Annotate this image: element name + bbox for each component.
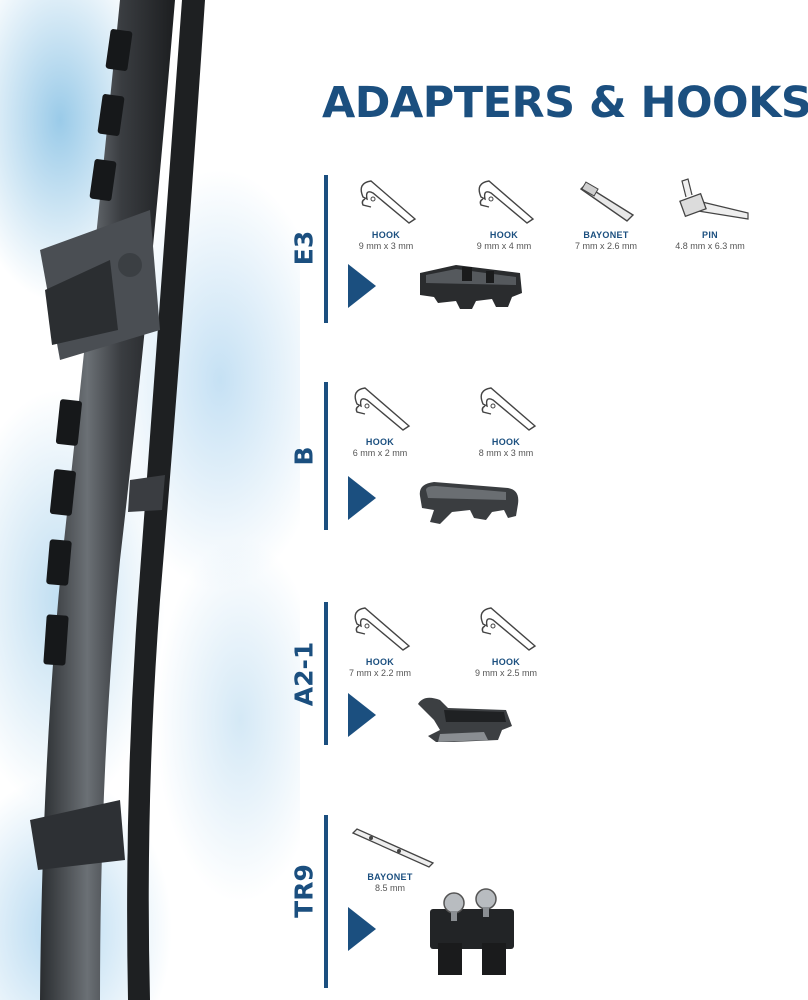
hook-icon <box>478 180 535 224</box>
section-divider-line <box>324 602 328 745</box>
section-divider-line <box>324 175 328 323</box>
section-b: B HOOK 6 mm x 2 mm HOOK 8 mm x 3 mm <box>290 382 780 532</box>
section-e3: E3 HOOK 9 mm x 3 mm HOOK 9 mm x 4 mm BAY… <box>290 175 780 325</box>
hook-item: HOOK 9 mm x 3 mm <box>336 175 436 251</box>
hook-item: HOOK 9 mm x 2.5 mm <box>456 602 556 678</box>
hook-icon <box>354 607 411 651</box>
hook-label: HOOK <box>491 437 521 447</box>
section-tr9: TR9 BAYONET 8.5 mm <box>290 815 780 990</box>
section-divider-line <box>324 382 328 530</box>
bayonet-size: 8.5 mm <box>374 883 405 893</box>
hook-item: HOOK 7 mm x 2.2 mm <box>330 602 430 678</box>
bayonet-item: BAYONET 7 mm x 2.6 mm <box>556 175 656 251</box>
section-a2-1: A2-1 HOOK 7 mm x 2.2 mm HOOK 9 mm x 2.5 … <box>290 602 780 747</box>
bayonet-label: BAYONET <box>367 872 413 882</box>
section-code: A2-1 <box>289 641 319 707</box>
bayonet-size: 7 mm x 2.6 mm <box>574 241 637 251</box>
pin-size: 4.8 mm x 6.3 mm <box>675 241 745 251</box>
hook-item: HOOK 6 mm x 2 mm <box>330 382 430 458</box>
section-code: E3 <box>289 230 319 266</box>
hook-size: 7 mm x 2.2 mm <box>348 668 411 678</box>
hook-size: 9 mm x 2.5 mm <box>474 668 537 678</box>
hook-icon <box>480 607 537 651</box>
bayonet-item: BAYONET 8.5 mm <box>340 821 440 893</box>
pin-icon <box>679 178 749 220</box>
arrow-right-icon <box>348 693 376 737</box>
bayonet-icon <box>579 181 635 222</box>
wiper-blade-image <box>30 0 205 1000</box>
bayonet-icon <box>351 828 435 868</box>
adapter-b-image <box>419 482 519 524</box>
hook-label: HOOK <box>371 230 401 240</box>
hook-size: 9 mm x 3 mm <box>358 241 414 251</box>
section-code: TR9 <box>289 864 319 918</box>
arrow-right-icon <box>348 907 376 951</box>
hook-icon <box>480 387 537 431</box>
hook-label: HOOK <box>365 657 395 667</box>
hook-label: HOOK <box>365 437 395 447</box>
page-title: ADAPTERS & HOOKS <box>322 78 808 128</box>
pin-item: PIN 4.8 mm x 6.3 mm <box>660 175 760 251</box>
hook-label: HOOK <box>489 230 519 240</box>
adapter-e3-image <box>420 265 522 309</box>
adapter-tr9-image <box>430 888 514 975</box>
arrow-right-icon <box>348 476 376 520</box>
hook-label: HOOK <box>491 657 521 667</box>
adapter-a2-1-image <box>418 697 512 742</box>
arrow-right-icon <box>348 264 376 308</box>
hook-size: 8 mm x 3 mm <box>478 448 534 458</box>
hook-item: HOOK 9 mm x 4 mm <box>454 175 554 251</box>
pin-label: PIN <box>702 230 718 240</box>
section-code: B <box>289 446 319 466</box>
hook-icon <box>360 180 417 224</box>
hook-size: 9 mm x 4 mm <box>476 241 532 251</box>
bayonet-label: BAYONET <box>583 230 629 240</box>
hook-icon <box>354 387 411 431</box>
section-divider-line <box>324 815 328 988</box>
hook-size: 6 mm x 2 mm <box>352 448 408 458</box>
hook-item: HOOK 8 mm x 3 mm <box>456 382 556 458</box>
